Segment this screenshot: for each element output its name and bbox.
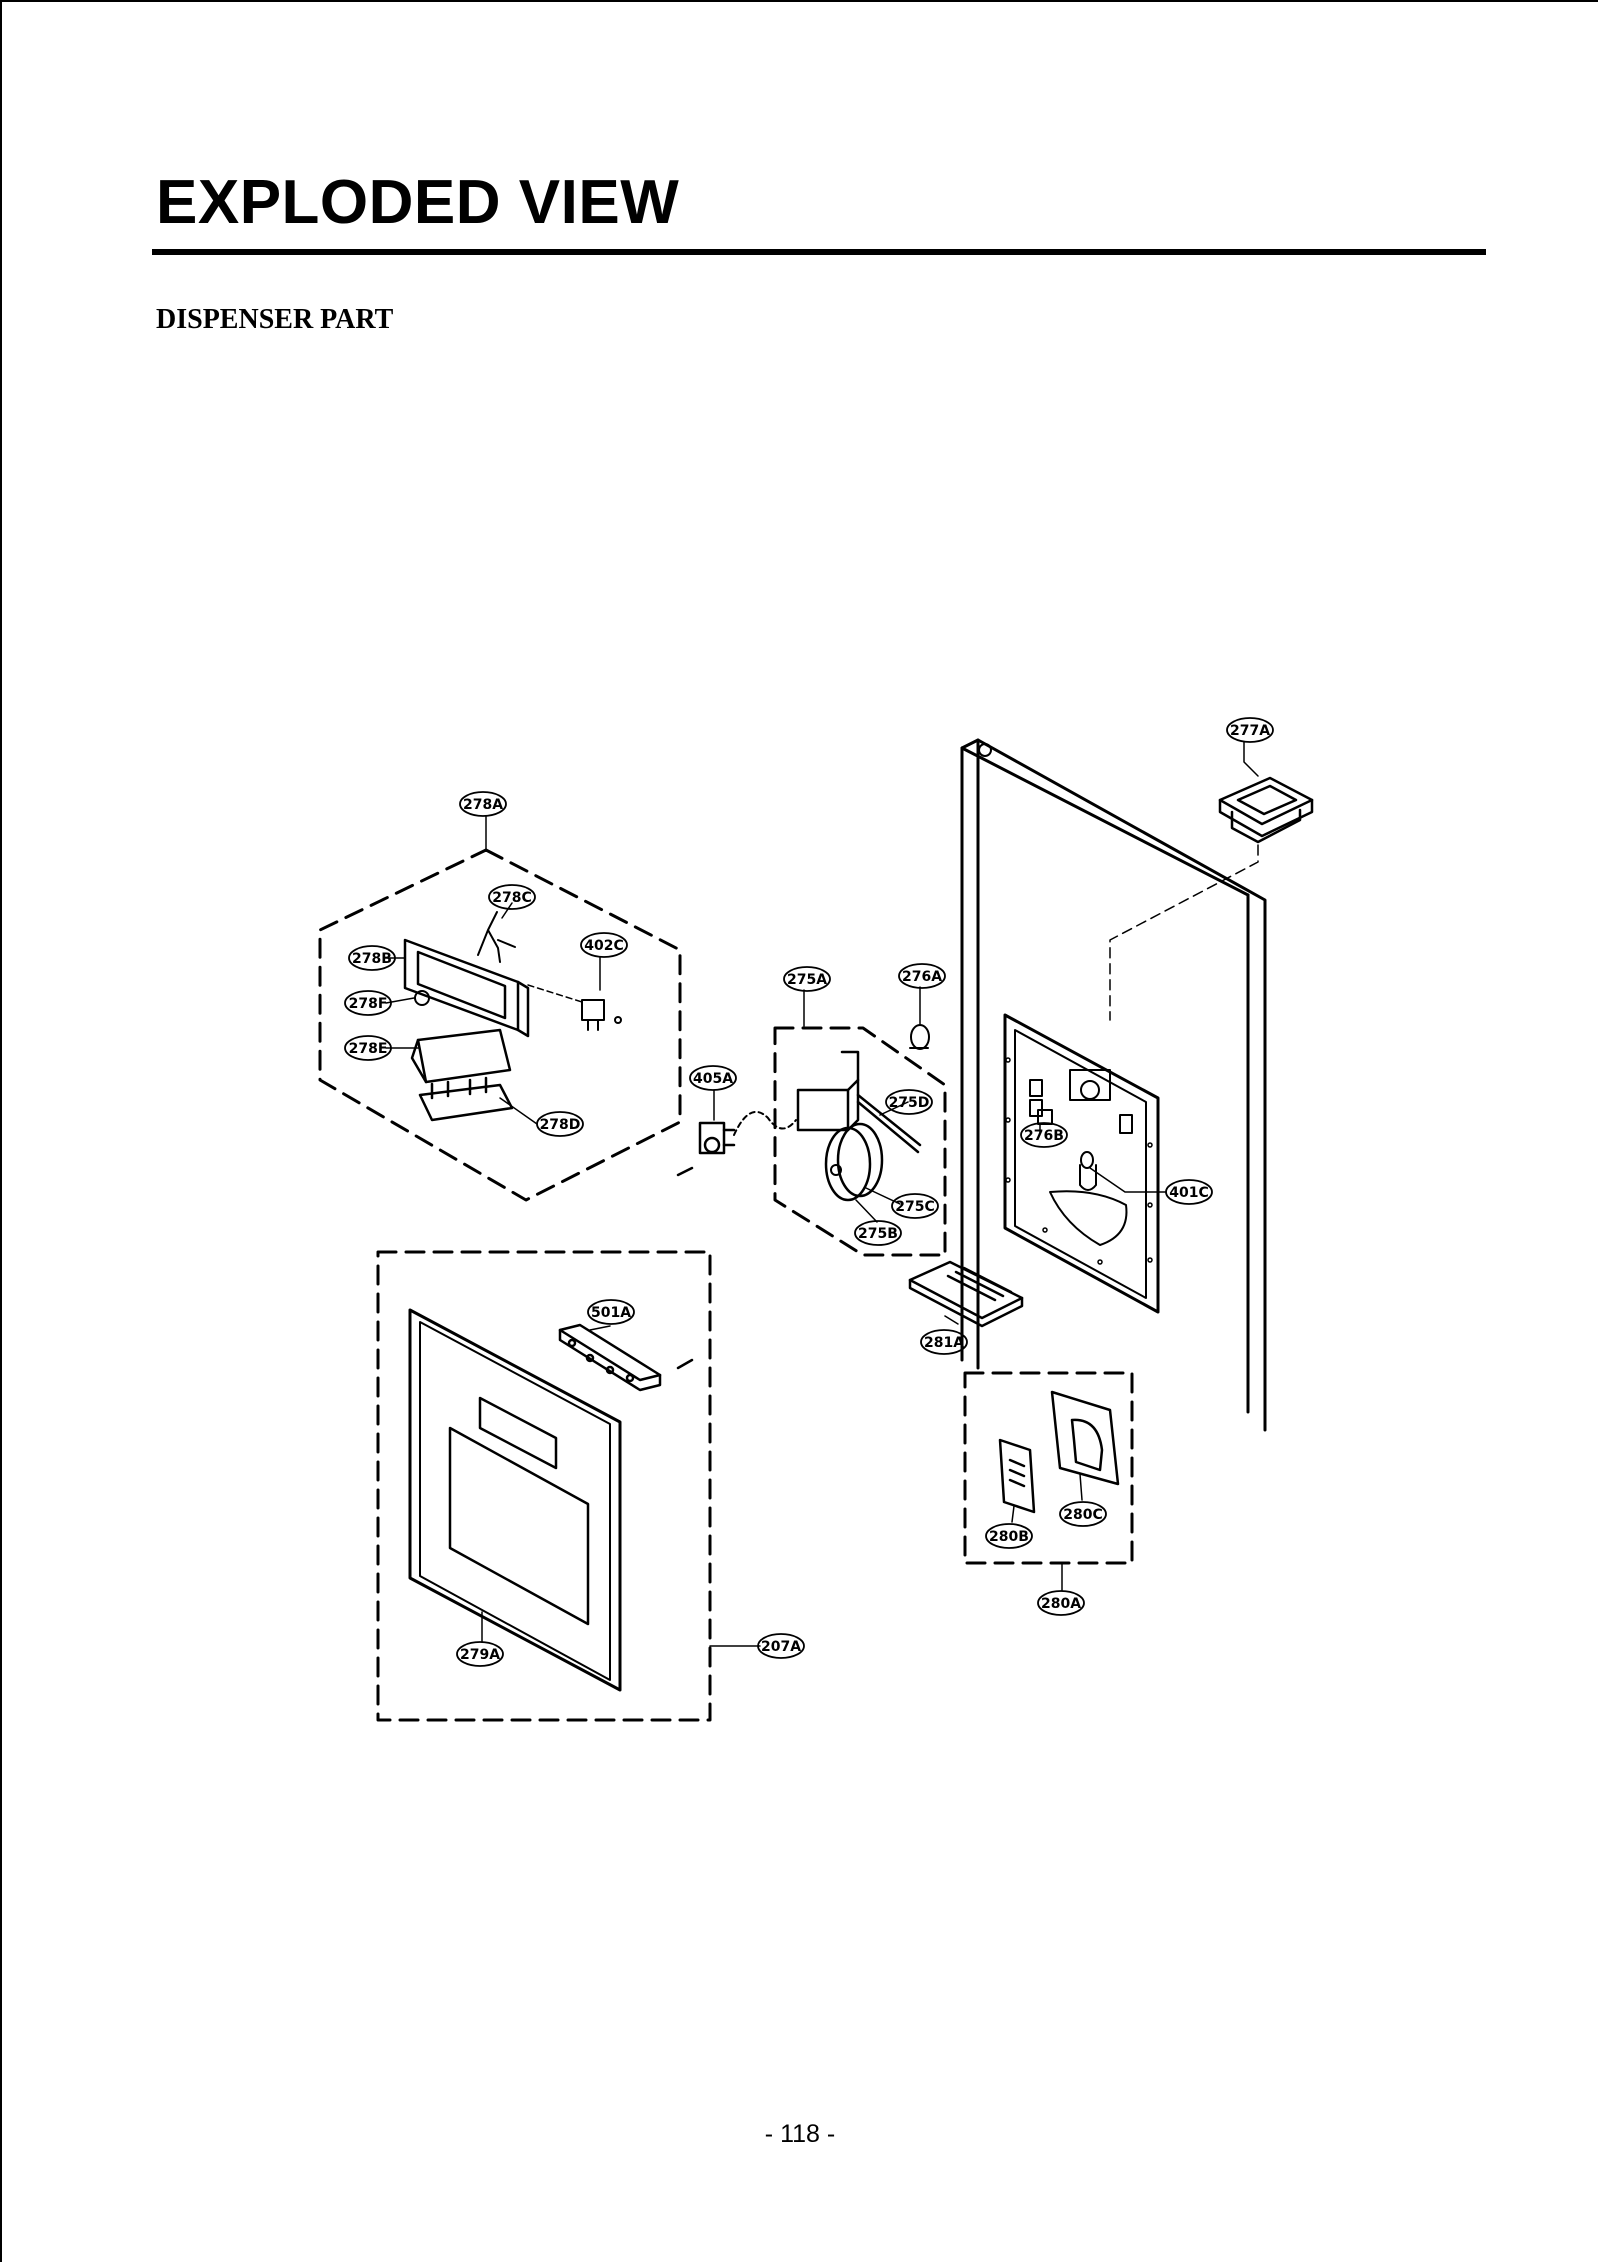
part-281A [908,1260,1024,1328]
callout-276A-label: 276A [902,969,942,985]
callout-277A-label: 277A [1230,723,1270,739]
part-278C [477,911,516,963]
callout-276B: 276B [1020,1122,1068,1148]
part-280C [1050,1390,1120,1486]
callout-278F-label: 278F [349,996,388,1012]
callout-405A: 405A [689,1065,737,1091]
part-401C [1080,1151,1094,1169]
group-275A-boundary [773,1026,947,1257]
callout-281A-label: 281A [924,1335,964,1351]
part-501A [558,1323,694,1392]
callout-275C: 275C [891,1193,939,1219]
door-panel [960,738,1267,1432]
group-207A-boundary [376,1250,712,1722]
part-275C [824,1122,884,1202]
callout-276A: 276A [898,963,946,989]
callout-279A-label: 279A [460,1647,500,1663]
callout-277A: 277A [1226,717,1274,743]
callout-280A-label: 280A [1041,1596,1081,1612]
part-280B [998,1438,1036,1514]
recess-tray [1049,1190,1128,1246]
callout-275D: 275D [885,1089,933,1115]
callout-280B-label: 280B [989,1529,1029,1545]
part-405A [676,1121,736,1177]
part-278D [418,1076,514,1122]
callout-275B-label: 275B [858,1226,898,1242]
callout-207A-label: 207A [761,1639,801,1655]
callout-278E-label: 278E [349,1041,388,1057]
group-280A-boundary [963,1371,1134,1565]
part-278B [403,938,530,1038]
callout-278D-label: 278D [540,1117,581,1133]
part-278F [414,990,430,1006]
callout-278D: 278D [536,1111,584,1137]
callout-405A-label: 405A [693,1071,733,1087]
page-title: EXPLODED VIEW [156,168,680,237]
callout-402C: 402C [580,932,628,958]
part-276A [909,1024,930,1050]
group-278A-boundary [318,848,682,1202]
part-279A [408,1308,622,1692]
leader-277A-assembly [1109,844,1259,1021]
callout-501A: 501A [587,1299,635,1325]
recess-inner-edge [1014,1029,1147,1299]
callout-275B: 275B [854,1220,902,1246]
callout-276B-label: 276B [1024,1128,1064,1144]
callout-278C-label: 278C [492,890,532,906]
callout-207A: 207A [757,1633,805,1659]
leader-402C-dash [527,984,583,1003]
part-402C [581,999,622,1031]
callout-280B: 280B [985,1523,1033,1549]
part-276B [1037,1109,1053,1125]
title-rule [152,249,1486,255]
wire-405A-to-275A [733,1110,797,1136]
callout-278B: 278B [348,945,396,971]
section-title: DISPENSER PART [156,304,394,335]
callout-280C-label: 280C [1063,1507,1103,1523]
recess-screws [1005,1057,1153,1265]
part-275B [830,1164,842,1176]
callout-401C: 401C [1165,1179,1213,1205]
callout-278E: 278E [344,1035,392,1061]
callout-278A: 278A [459,791,507,817]
callout-281A: 281A [920,1329,968,1355]
part-277A [1218,776,1314,844]
callout-275D-label: 275D [889,1095,930,1111]
callout-280C: 280C [1059,1501,1107,1527]
callout-275A-label: 275A [787,972,827,988]
callout-280A: 280A [1037,1590,1085,1616]
callout-278A-label: 278A [463,797,503,813]
recess-fittings [1029,1069,1133,1191]
callout-401C-label: 401C [1169,1185,1209,1201]
callout-402C-label: 402C [584,938,624,954]
callout-278C: 278C [488,884,536,910]
callout-278F: 278F [344,990,392,1016]
callout-279A: 279A [456,1641,504,1667]
part-278E [410,1028,512,1084]
callout-278B-label: 278B [352,951,392,967]
leader-lines [383,741,1259,1647]
callout-275A: 275A [783,966,831,992]
callout-275C-label: 275C [895,1199,935,1215]
callout-501A-label: 501A [591,1305,631,1321]
page-number: - 118 - [764,2120,836,2148]
